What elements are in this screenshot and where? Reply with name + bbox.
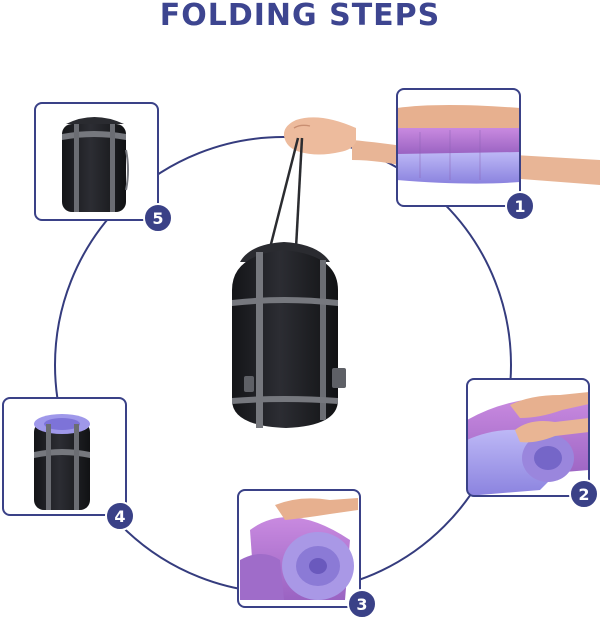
step-5-photo: [35, 103, 158, 220]
step-5: 5: [34, 102, 173, 233]
step-2: 2: [466, 378, 599, 509]
step-2-number: 2: [578, 485, 589, 504]
step-1: 1: [396, 88, 535, 221]
step-1-badge: [505, 191, 535, 221]
step-3-number: 3: [356, 595, 367, 614]
step-5-badge: [143, 203, 173, 233]
step-3-photo: [238, 490, 360, 607]
step-4-badge: [105, 501, 135, 531]
step-3: 3: [237, 489, 377, 619]
step-4: 4: [2, 397, 135, 531]
step-4-number: 4: [114, 507, 125, 526]
step-2-photo: [467, 379, 589, 496]
step-1-number: 1: [514, 197, 525, 216]
step-5-number: 5: [152, 209, 163, 228]
step-1-photo: [397, 89, 520, 206]
step-2-badge: [569, 479, 599, 509]
page-title: FOLDING STEPS: [159, 0, 441, 33]
step-3-badge: [347, 589, 377, 619]
step-4-photo: [3, 398, 126, 515]
